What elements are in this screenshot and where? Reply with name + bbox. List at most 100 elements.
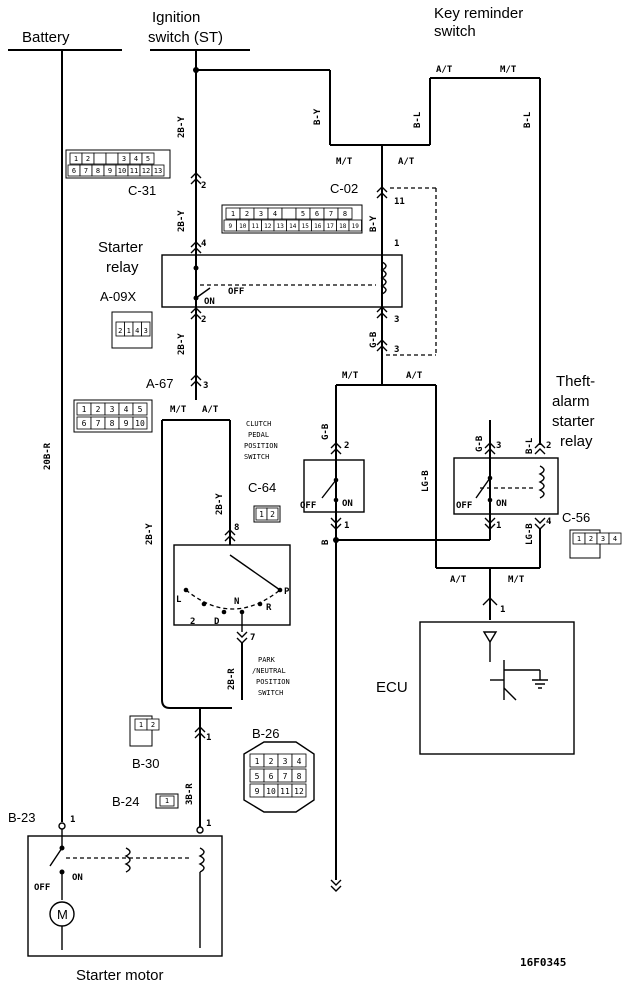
wire-2B-Y-1: 2B-Y xyxy=(177,116,187,138)
theft-label-2: alarm xyxy=(552,393,590,410)
connector-pin-number: 4 xyxy=(124,405,129,414)
c02-label: C-02 xyxy=(330,181,358,196)
wire-2B-Y-4: 2B-Y xyxy=(145,523,155,545)
clutch-terminal-2 xyxy=(330,442,342,455)
connector-pin-number: 17 xyxy=(327,223,335,230)
connector-pin-cell xyxy=(291,753,307,768)
pn-P: P xyxy=(284,587,290,597)
connector-pin-number: 19 xyxy=(352,223,360,230)
clutch-label-3: POSITION xyxy=(244,442,278,450)
b23-terminal xyxy=(58,822,66,830)
theft-pin-4: 4 xyxy=(546,517,552,527)
key-mt-label: M/T xyxy=(500,65,517,75)
clutch-label-2: PEDAL xyxy=(248,431,269,439)
theft-label-3: starter xyxy=(552,413,595,430)
connector-pin-number: 3 xyxy=(283,757,288,766)
connector-pin-number: 12 xyxy=(264,223,272,230)
connector-pin-number: 1 xyxy=(255,757,260,766)
connector-pin-cell xyxy=(141,321,151,337)
clutch-contact xyxy=(333,477,339,483)
connector-pin-number: 5 xyxy=(255,772,260,781)
connector-pin-number: 2 xyxy=(118,327,122,335)
relay-pin-4: 4 xyxy=(201,239,207,249)
motor-off: OFF xyxy=(34,883,50,893)
battery-label: Battery xyxy=(22,29,70,46)
connector-pin-cell xyxy=(132,416,148,430)
connector-pin-cell xyxy=(608,532,622,545)
wire-B-L-3: B-L xyxy=(525,437,535,454)
relay-contact xyxy=(193,265,199,271)
connector-pin-cell xyxy=(337,207,353,220)
connector-pin-number: 9 xyxy=(124,419,129,428)
b24-pin-1: 1 xyxy=(206,819,211,829)
connector-pin-number: 10 xyxy=(118,167,126,175)
theft-terminal-4 xyxy=(534,517,546,530)
c31-terminal xyxy=(190,172,202,185)
relay-3-terminal xyxy=(376,306,388,319)
connector-pin-number: 7 xyxy=(84,167,88,175)
a67-mt: M/T xyxy=(170,405,187,415)
connector-pin-cell xyxy=(266,507,279,521)
clutch-contact xyxy=(333,497,339,503)
connector-pin-number: 1 xyxy=(74,155,78,163)
clutch-off: OFF xyxy=(300,501,316,511)
connector-pin-number: 1 xyxy=(165,797,169,805)
solenoid-coil-2 xyxy=(198,847,205,873)
starter-relay-box xyxy=(161,254,403,308)
clutch-switch-arm xyxy=(321,479,337,499)
theft-relay-box xyxy=(453,457,559,515)
wire-2B-Y-2: 2B-Y xyxy=(177,210,187,232)
b26-connector-shell xyxy=(243,741,315,813)
theft-pin-2: 2 xyxy=(546,441,551,451)
theft-label-4: relay xyxy=(560,433,593,450)
connector-pin-number: 5 xyxy=(146,155,150,163)
connector-pin-number: 11 xyxy=(252,223,260,230)
a09x-label: A-09X xyxy=(100,289,136,304)
park-label-3: POSITION xyxy=(256,678,290,686)
motor-switch-arm xyxy=(49,847,63,867)
connector-pin-number: 7 xyxy=(283,772,288,781)
connector-pin-cell xyxy=(93,152,107,165)
connector-pin-number: 8 xyxy=(110,419,115,428)
wire-2B-Y-5: 2B-Y xyxy=(215,493,225,515)
connector-pin-number: 1 xyxy=(139,721,143,729)
theft-contact xyxy=(487,497,493,503)
wire-G-B-1: G-B xyxy=(369,331,379,348)
c56-label: C-56 xyxy=(562,510,590,525)
connector-pin-number: 13 xyxy=(154,167,162,175)
connector-pin-number: 4 xyxy=(134,155,138,163)
clutch-switch-box xyxy=(303,459,365,513)
pn-wiper xyxy=(229,554,281,591)
connector-pin-number: 4 xyxy=(273,210,277,218)
wire-B-L-2: B-L xyxy=(523,111,533,128)
a67-label: A-67 xyxy=(146,376,173,391)
connector-pin-number: 10 xyxy=(266,787,276,796)
starter-relay-label-2: relay xyxy=(106,259,139,276)
splice-dot xyxy=(333,537,339,543)
connector-pin-number: 18 xyxy=(339,223,347,230)
connector-pin-number: 15 xyxy=(302,223,310,230)
pn-D: D xyxy=(214,617,220,627)
connector-pin-number: 2 xyxy=(270,510,275,519)
relay-switch-arm xyxy=(195,287,211,299)
connector-pin-number: 8 xyxy=(96,167,100,175)
starter-relay-label-1: Starter xyxy=(98,239,143,256)
connector-pin-cell xyxy=(151,164,165,177)
ignition-switch-label-2: switch (ST) xyxy=(148,29,223,46)
connector-pin-cell xyxy=(159,795,175,807)
connector-pin-cell xyxy=(291,768,307,783)
relay-off-label: OFF xyxy=(228,287,244,297)
relay-terminal-2 xyxy=(190,307,202,320)
theft-coil xyxy=(538,465,545,499)
pn-R: R xyxy=(266,603,272,613)
ecu-ground-icon xyxy=(532,679,548,689)
connector-pin-number: 3 xyxy=(110,405,115,414)
wire-3B-R: 3B-R xyxy=(185,783,195,805)
connector-pin-number: 14 xyxy=(289,223,297,230)
connector-pin-number: 4 xyxy=(613,535,617,543)
